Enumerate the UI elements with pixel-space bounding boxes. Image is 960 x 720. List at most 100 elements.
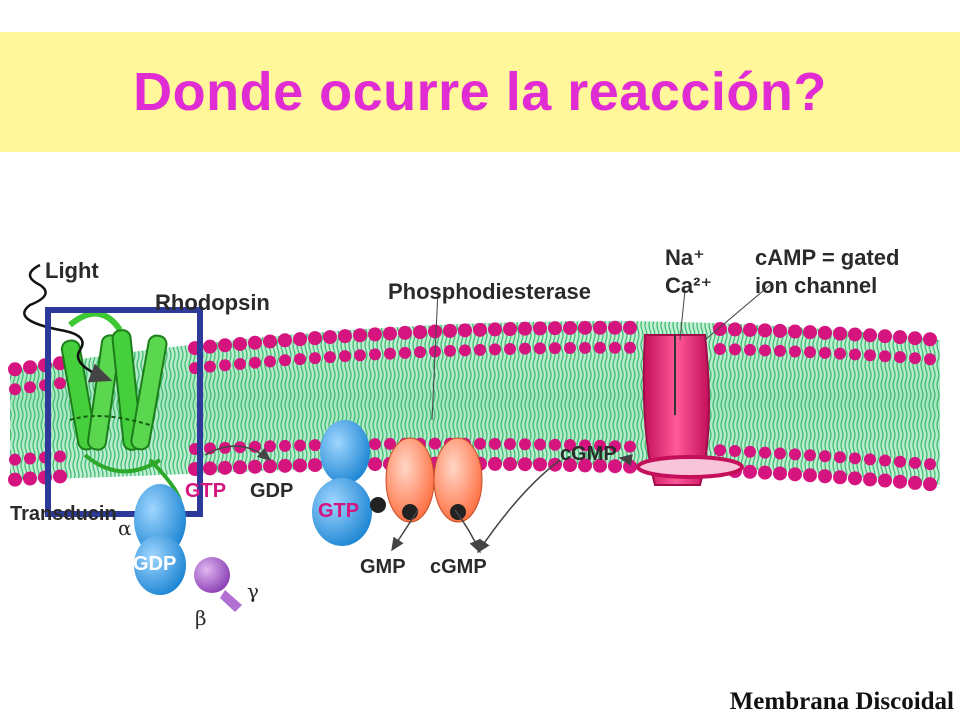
lipid-head (744, 445, 756, 458)
lipid-head (534, 438, 546, 451)
lipid-head (923, 332, 937, 347)
lipid-head (849, 452, 861, 465)
lipid-head (759, 446, 771, 459)
lipid-head (833, 326, 847, 341)
lipid-head (894, 455, 906, 468)
lipid-head (578, 320, 592, 335)
transducin-inactive (134, 484, 242, 612)
lipid-head (728, 322, 742, 337)
lipid-head (594, 439, 606, 452)
lipid-head (248, 335, 262, 350)
lipid-head (519, 342, 531, 355)
lipid-head (54, 377, 66, 390)
lipid-head (279, 354, 291, 367)
label-light: Light (45, 258, 99, 283)
label-camp-line1: cAMP = gated (755, 245, 899, 270)
lipid-head (714, 343, 726, 356)
label-transducin: Transducin (10, 503, 117, 525)
lipid-head (533, 457, 547, 472)
lipid-head (879, 350, 891, 363)
lipid-head (863, 472, 877, 487)
slide-title: Donde ocurre la reacción? (133, 62, 827, 122)
lipid-head (293, 458, 307, 473)
label-gtp-2: GTP (318, 500, 359, 522)
lipid-head (803, 325, 817, 340)
lipid-head (8, 362, 22, 377)
lipid-head (909, 352, 921, 365)
lipid-head (204, 360, 216, 373)
lipid-head (384, 437, 396, 450)
lipid-head (323, 330, 337, 345)
lipid-head (624, 440, 636, 453)
lipid-head (489, 437, 501, 450)
lipid-head (623, 459, 637, 474)
lipid-head (278, 333, 292, 348)
transducin-active (312, 420, 386, 546)
lipid-head (909, 456, 921, 469)
label-camp-line2: ion channel (755, 273, 877, 298)
lipid-head (503, 322, 517, 337)
label-cgmp-bottom: cGMP (430, 556, 487, 578)
lipid-head (503, 457, 517, 472)
lipid-head (53, 469, 67, 484)
lipid-head (203, 461, 217, 476)
lipid-head (758, 465, 772, 480)
lipid-head (609, 341, 621, 354)
lipid-head (369, 348, 381, 361)
lipid-head (458, 323, 472, 338)
lipid-head (23, 360, 37, 375)
lipid-head (549, 342, 561, 355)
label-na: Na⁺ (665, 245, 705, 270)
lipid-head (849, 348, 861, 361)
lipid-head (924, 458, 936, 471)
lipid-head (848, 327, 862, 342)
lipid-head (518, 457, 532, 472)
lipid-head (264, 355, 276, 368)
lipid-head (384, 347, 396, 360)
lipid-head (294, 439, 306, 452)
lipid-head (923, 477, 937, 492)
light-ray (23, 263, 113, 383)
lipid-head (818, 469, 832, 484)
lipid-head (24, 381, 36, 394)
lipid-head (579, 439, 591, 452)
lipid-head (309, 352, 321, 365)
lipid-head (789, 345, 801, 358)
lipid-head (893, 330, 907, 345)
lipid-head (908, 475, 922, 490)
phototransduction-diagram: Light Rhodopsin Transducin Phosphodieste… (8, 245, 940, 630)
label-phosphodiesterase: Phosphodiesterase (388, 279, 591, 304)
lipid-head (293, 332, 307, 347)
lipid-head (743, 464, 757, 479)
lipid-head (804, 449, 816, 462)
lipid-head (249, 356, 261, 369)
lipid-head (818, 325, 832, 340)
label-cgmp-channel: cGMP (560, 443, 617, 465)
lipid-head (758, 323, 772, 338)
lipid-head (338, 329, 352, 344)
label-gmp: GMP (360, 556, 406, 578)
label-gdp-2: GDP (133, 553, 176, 575)
lipid-head (893, 474, 907, 489)
lipid-head (8, 472, 22, 487)
lipid-head (549, 438, 561, 451)
lipid-head (863, 328, 877, 343)
lipid-head (233, 460, 247, 475)
lipid-head (519, 438, 531, 451)
lipid-head (429, 437, 441, 450)
lipid-head (623, 320, 637, 335)
label-alpha: α (118, 516, 132, 540)
lipid-head (894, 351, 906, 364)
label-gdp-1: GDP (250, 480, 293, 502)
lipid-head (788, 467, 802, 482)
lipid-head (218, 460, 232, 475)
lipid-head (518, 321, 532, 336)
lipid-head (533, 321, 547, 336)
lipid-head (324, 351, 336, 364)
lipid-head (264, 440, 276, 453)
lipid-head (729, 343, 741, 356)
lipid-head (414, 346, 426, 359)
lipid-head (263, 459, 277, 474)
lipid-head (368, 327, 382, 342)
lipid-head (774, 344, 786, 357)
